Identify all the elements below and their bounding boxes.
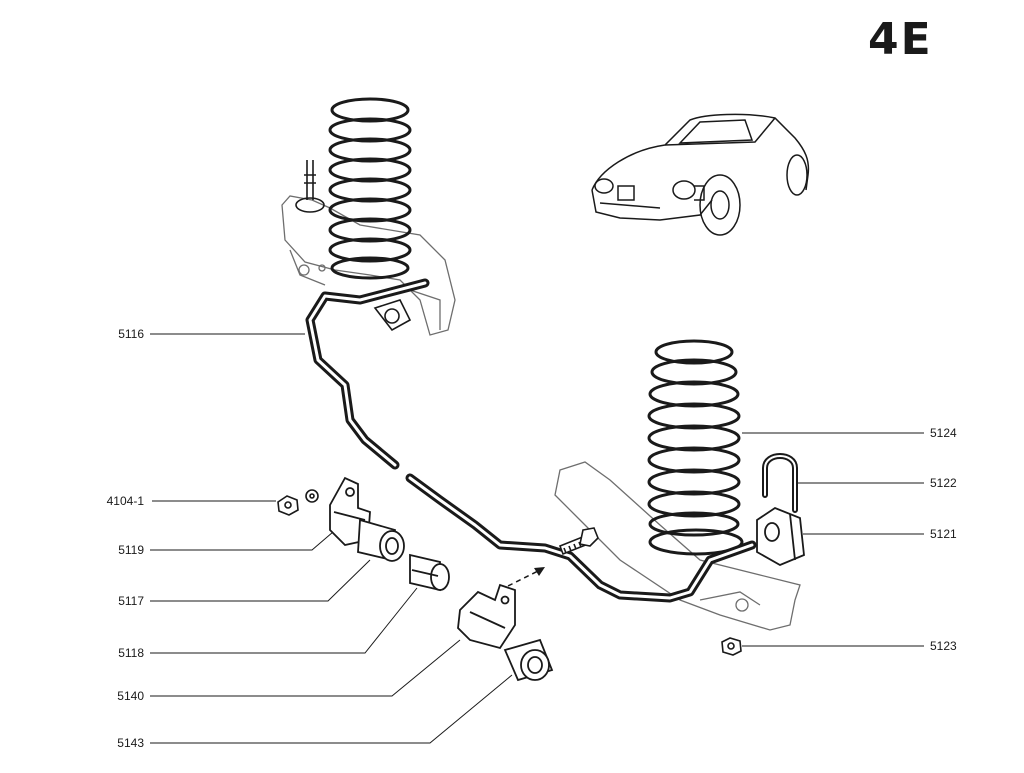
part-number-5119: 5119 <box>118 543 144 557</box>
bushing-5117 <box>357 518 405 562</box>
u-bolt-5122 <box>762 453 798 513</box>
upper-coil-spring <box>328 97 412 280</box>
part-number-5124: 5124 <box>930 426 957 440</box>
leader-5143 <box>150 674 513 744</box>
part-number-5117: 5117 <box>118 594 144 608</box>
nut-4104-1 <box>277 489 319 516</box>
leader-5117 <box>150 559 371 602</box>
car-sketch <box>591 113 810 236</box>
part-number-5121: 5121 <box>930 527 957 541</box>
upper-chassis-mount <box>281 195 456 336</box>
part-number-5143: 5143 <box>117 736 144 750</box>
upper-bar-mount <box>373 299 412 332</box>
part-number-5118: 5118 <box>118 646 144 660</box>
assembly-arrow <box>499 567 545 591</box>
leader-lines <box>150 333 924 744</box>
leader-5118 <box>150 587 418 654</box>
lower-coil-spring <box>647 339 744 556</box>
upper-kingpin <box>295 160 325 213</box>
bracket-5140 <box>457 583 516 650</box>
bushing-5118 <box>409 553 450 592</box>
clamp-bracket-5121 <box>756 506 805 566</box>
part-number-5140: 5140 <box>117 689 144 703</box>
part-number-4104-1: 4104-1 <box>106 494 144 508</box>
u-bolt-5122-inner <box>764 455 796 511</box>
part-number-5116: 5116 <box>118 327 144 341</box>
leader-5140 <box>150 639 461 697</box>
link-bolt <box>558 527 599 556</box>
part-number-5122: 5122 <box>930 476 957 490</box>
nut-5123 <box>721 637 742 656</box>
page-code: 4E <box>868 14 933 65</box>
part-number-5123: 5123 <box>930 639 957 653</box>
lower-control-arm <box>554 461 801 631</box>
bushing-5143 <box>503 638 554 682</box>
stabilizer-bar-highlight <box>308 281 754 600</box>
leader-5119 <box>150 531 334 551</box>
